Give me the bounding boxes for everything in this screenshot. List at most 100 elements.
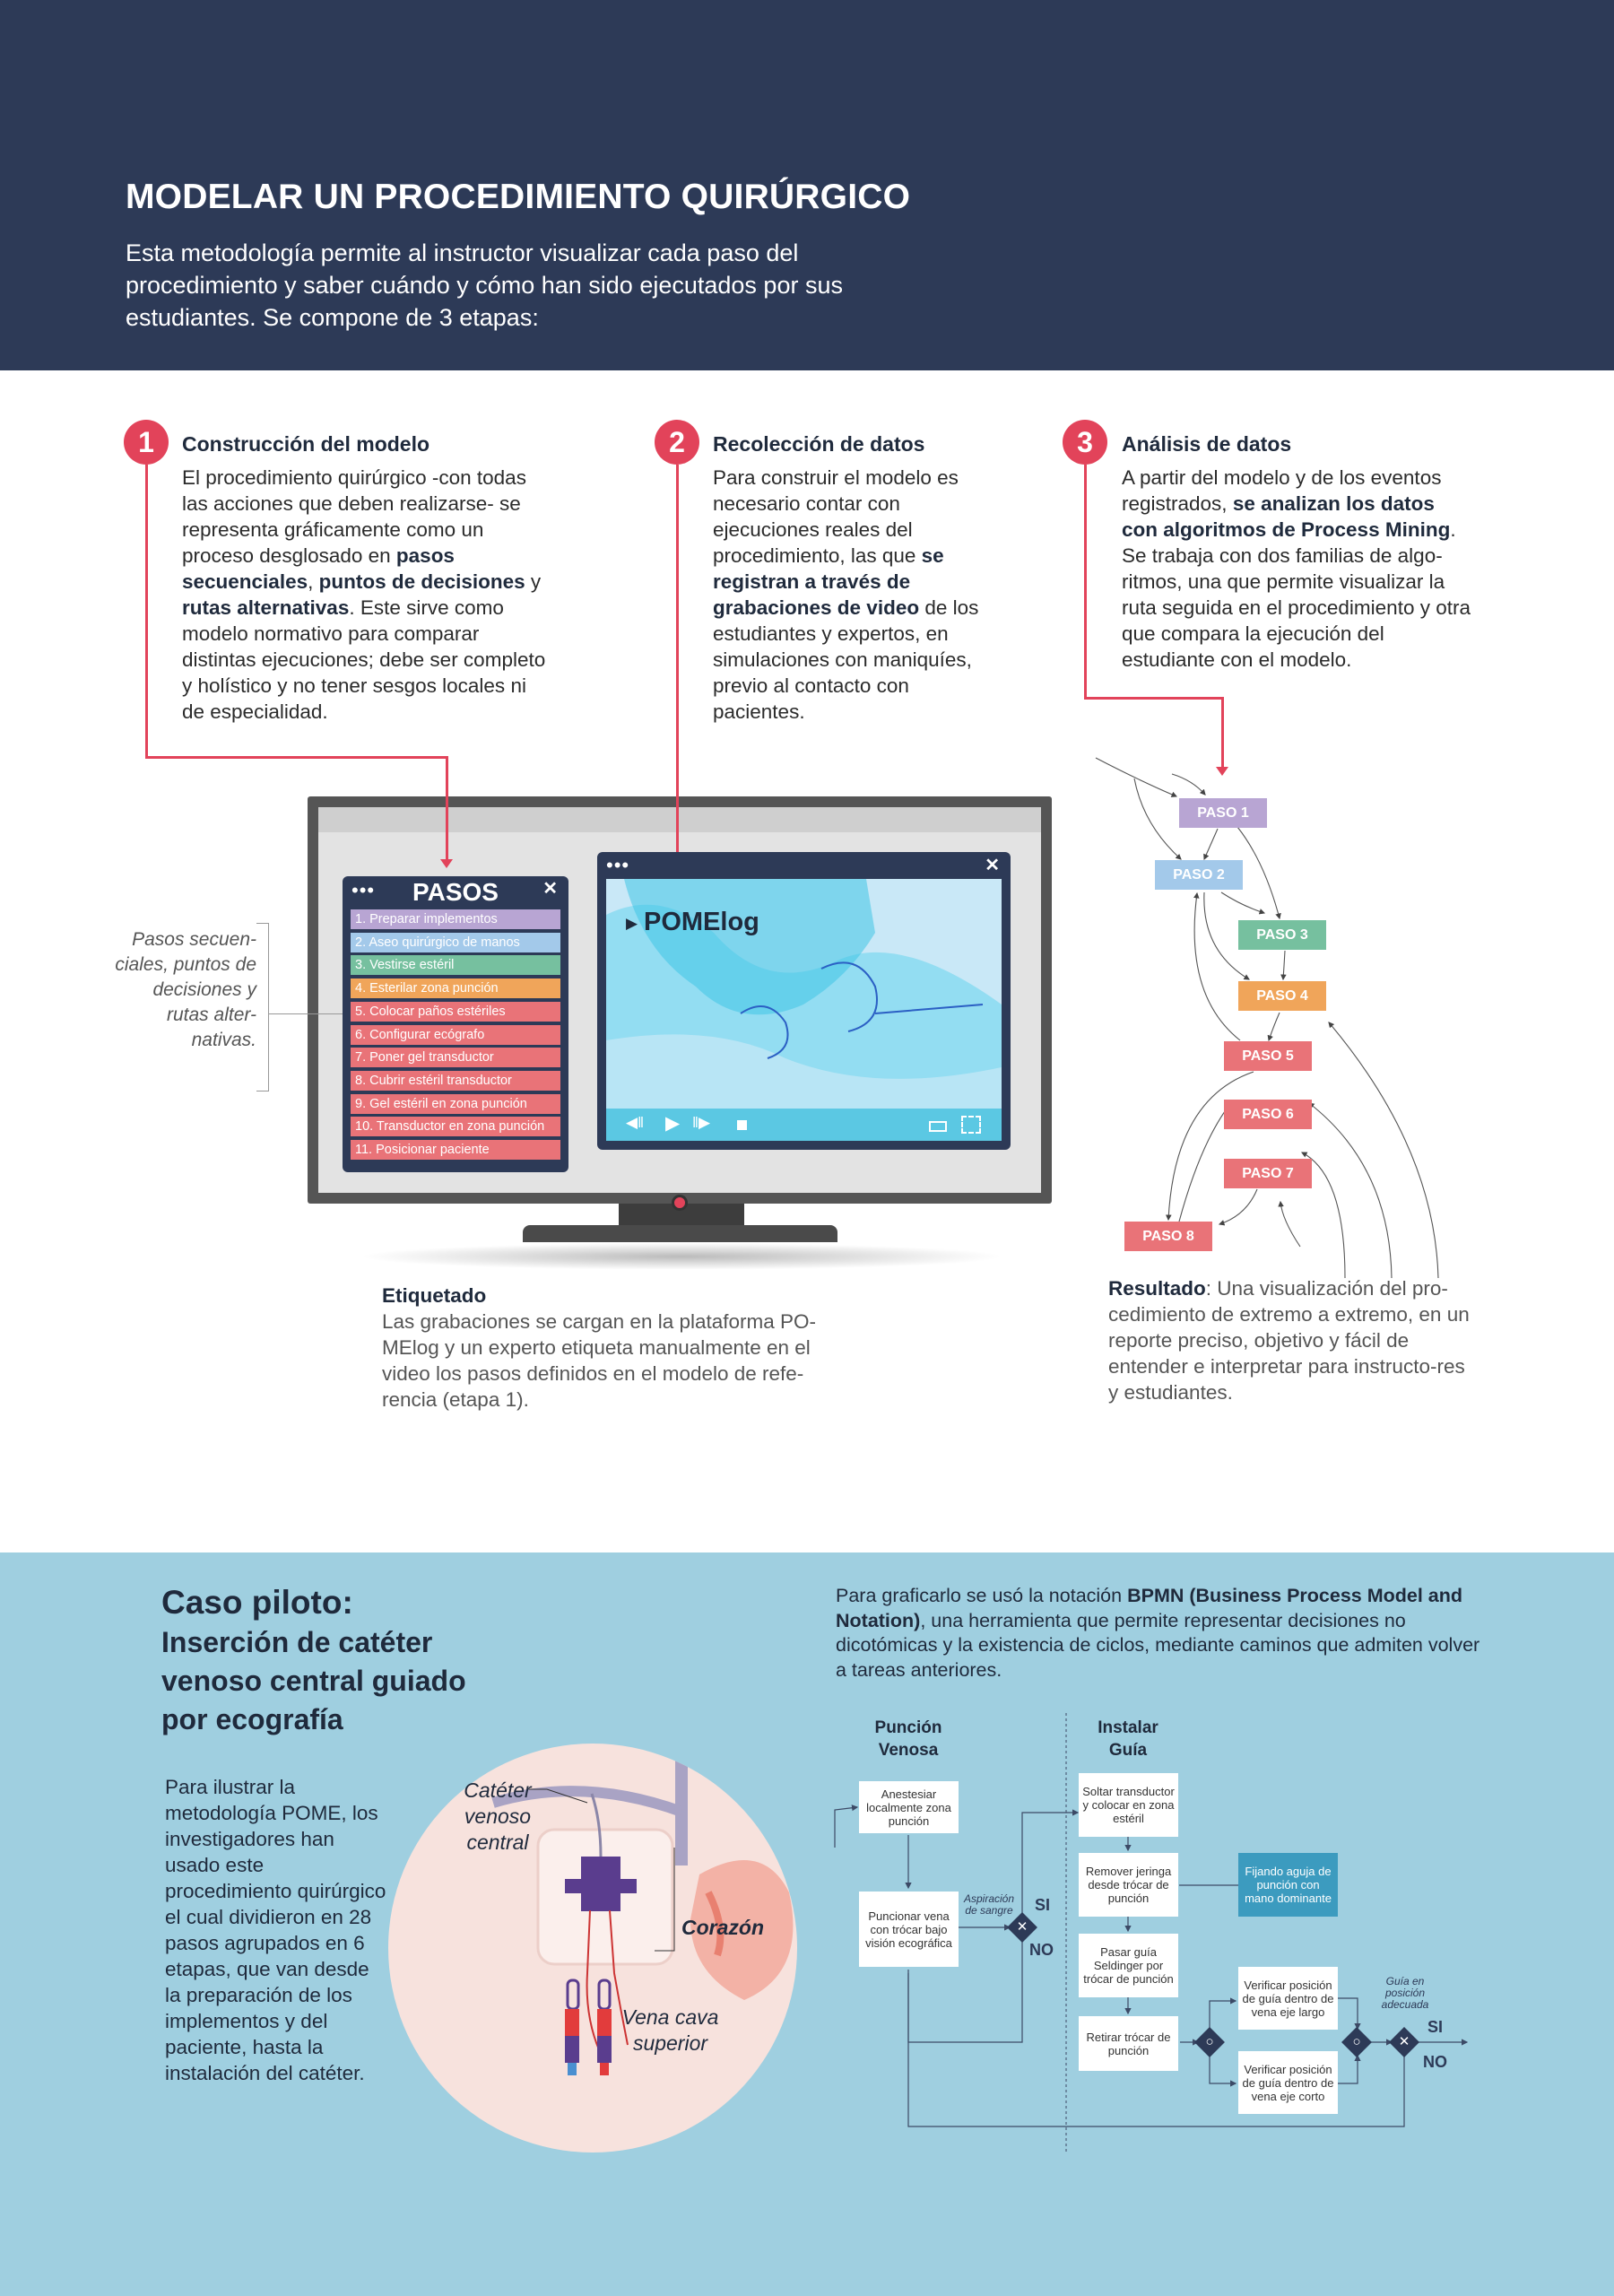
label-corazon: Corazón (681, 1916, 764, 1939)
pasos-list-item[interactable]: 8. Cubrir estéril transductor (351, 1070, 560, 1091)
label-no: NO (1029, 1941, 1054, 1959)
bold-text: pasos secuenciales (182, 544, 455, 593)
pilot-case-section (0, 1552, 1614, 2296)
text-segment: . Este sirve como modelo normativo para … (182, 596, 546, 723)
process-step-node: PASO 4 (1238, 981, 1326, 1011)
power-button-icon (672, 1195, 688, 1211)
monitor-shadow (359, 1243, 1004, 1270)
label-si: SI (1035, 1896, 1051, 1914)
page-subtitle: Esta metodología permite al instructor v… (126, 239, 843, 331)
pasos-list-item[interactable]: 6. Configurar ecógrafo (351, 1024, 560, 1045)
forward-icon[interactable]: ‖▶ (692, 1114, 711, 1131)
gateway-o-icon: ○ (1205, 2034, 1214, 2049)
pasos-list-item[interactable]: 7. Poner gel transductor (351, 1048, 560, 1068)
bold-text: se registran a través de grabaciones de … (713, 544, 944, 619)
header-banner: MODELAR UN PROCEDIMIENTO QUIRÚRGICO Esta… (0, 0, 1614, 370)
task-remover: Remover jeringa desde trócar de punción (1079, 1853, 1178, 1917)
etiquetado-title: Etiquetado (382, 1284, 487, 1307)
label-cateter: Catéter venoso central (464, 1779, 532, 1854)
pasos-list-item[interactable]: 11. Posicionar paciente (351, 1140, 560, 1160)
pomelog-brand: POMElog (644, 908, 759, 936)
process-step-node: PASO 2 (1155, 860, 1243, 890)
text-segment: A partir del modelo y de los eventos reg… (1122, 466, 1442, 515)
text-segment: , una herramienta que permite representa… (836, 1609, 1480, 1681)
pasos-title: PASOS (412, 878, 499, 906)
text-segment: de los estudiantes y expertos, en simula… (713, 596, 979, 723)
stage-title: Construcción del modelo (182, 432, 430, 456)
gateway-x-icon: ✕ (1398, 2034, 1410, 2049)
process-step-node: PASO 5 (1224, 1041, 1312, 1071)
task-verificar-corto: Verificar posición de guía dentro de ven… (1238, 2051, 1338, 2114)
arrow-icon (440, 859, 453, 868)
pilot-subtitle: Inserción de catéter venoso central guia… (161, 1626, 466, 1735)
pilot-title: Caso piloto: (161, 1584, 353, 1621)
resultado-title: Resultado (1108, 1277, 1206, 1300)
stage-body: El procedimiento quirúrgico -con todas l… (182, 465, 554, 725)
task-verificar-largo: Verificar posición de guía dentro de ven… (1238, 1967, 1338, 2030)
play-icon[interactable]: ▶ (665, 1113, 681, 1134)
text-segment: y (525, 570, 542, 593)
play-icon: ▶ (626, 915, 638, 932)
pasos-list-item[interactable]: 4. Esterilar zona punción (351, 978, 560, 999)
stage-number-badge: 1 (124, 420, 169, 465)
task-anestesiar: Anestesiar localmente zona punción (859, 1781, 959, 1833)
catheter-illustration (388, 1744, 797, 2152)
stage-number-badge: 2 (655, 420, 699, 465)
window-mode-icon[interactable] (929, 1121, 947, 1132)
video-frame[interactable]: ▶ POMElog ◀‖ ▶ ‖▶ (606, 879, 1002, 1141)
resultado-caption: Resultado: Una visualización del pro-ced… (1108, 1275, 1476, 1405)
pasos-list-item[interactable]: 1. Preparar implementos (351, 909, 560, 929)
process-map (1095, 757, 1439, 1279)
pasos-list-item[interactable]: 2. Aseo quirúrgico de manos (351, 932, 560, 952)
task-pasar-guia: Pasar guía Seldinger por trócar de punci… (1079, 1934, 1178, 1997)
annotation-fijando: Fijando aguja de punción con mano domina… (1238, 1853, 1338, 1917)
window-dots-icon: ••• (606, 854, 630, 876)
text-segment: Para graficarlo se usó la notación (836, 1585, 1128, 1606)
task-retirar: Retirar trócar de punción (1079, 2016, 1178, 2071)
bpmn-connectors (834, 1713, 1469, 2152)
monitor-base (523, 1225, 837, 1242)
etiquetado-caption: Etiquetado Las grabaciones se cargan en … (382, 1283, 848, 1413)
stage-body: Para construir el modelo es necesario co… (713, 465, 991, 725)
label-no: NO (1423, 2053, 1447, 2071)
process-step-node: PASO 1 (1179, 798, 1267, 828)
rewind-icon[interactable]: ◀‖ (626, 1114, 645, 1131)
lane-instalar-guia: Instalar Guía (1098, 1718, 1158, 1760)
label-guia-posicion: Guía en posición adecuada (1381, 1975, 1429, 2011)
pasos-list-item[interactable]: 3. Vestirse estéril (351, 955, 560, 976)
stage-title: Recolección de datos (713, 432, 925, 456)
task-soltar: Soltar transductor y colocar en zona est… (1079, 1773, 1178, 1837)
bold-text: BPMN (Business Process Model and Notatio… (836, 1585, 1463, 1631)
pasos-list-item[interactable]: 10. Transductor en zona punción (351, 1117, 560, 1137)
label-aspiracion: Aspiración de sangre (963, 1892, 1015, 1917)
process-step-node: PASO 6 (1224, 1100, 1312, 1129)
process-step-node: PASO 7 (1224, 1159, 1312, 1188)
bold-text: se analizan los datos con algoritmos de … (1122, 492, 1451, 541)
bold-text: puntos de decisiones (318, 570, 525, 593)
pasos-window: ••• PASOS ✕ 1. Preparar implementos 2. As… (343, 876, 568, 1172)
fullscreen-icon[interactable] (961, 1116, 981, 1134)
pasos-list-item[interactable]: 5. Colocar paños estériles (351, 1001, 560, 1022)
text-segment: . Se trabaja con dos familias de algo-ri… (1122, 518, 1471, 671)
gateway-o-icon: ○ (1352, 2034, 1361, 2049)
video-player-window: ••• ✕ ▶ POMElog ◀‖ ▶ ‖▶ (597, 852, 1011, 1150)
stop-icon[interactable] (737, 1120, 747, 1130)
close-icon[interactable]: ✕ (985, 856, 1000, 875)
lane-puncion-venosa: Punción Venosa (874, 1718, 942, 1760)
stage-number-badge: 3 (1063, 420, 1107, 465)
video-controls: ◀‖ ▶ ‖▶ (606, 1109, 1002, 1141)
text-segment: Para construir el modelo es necesario co… (713, 466, 959, 567)
etiquetado-text: Las grabaciones se cargan en la platafor… (382, 1310, 817, 1411)
stage-title: Análisis de datos (1122, 432, 1292, 456)
close-icon[interactable]: ✕ (542, 879, 558, 899)
bpmn-intro: Para graficarlo se usó la notación BPMN … (836, 1584, 1481, 1683)
pilot-text: Para ilustrar la metodología POME, los i… (165, 1776, 386, 2084)
page-title: MODELAR UN PROCEDIMIENTO QUIRÚRGICO (126, 178, 911, 216)
pasos-list-item[interactable]: 9. Gel estéril en zona punción (351, 1093, 560, 1114)
side-caption: Pasos secuen-ciales, puntos de decisione… (115, 929, 256, 1050)
window-dots-icon: ••• (351, 879, 376, 901)
text-segment: , (308, 570, 319, 593)
process-step-node: PASO 3 (1238, 920, 1326, 950)
bold-text: rutas alternativas (182, 596, 350, 619)
text-segment: El procedimiento quirúrgico -con todas l… (182, 466, 526, 567)
